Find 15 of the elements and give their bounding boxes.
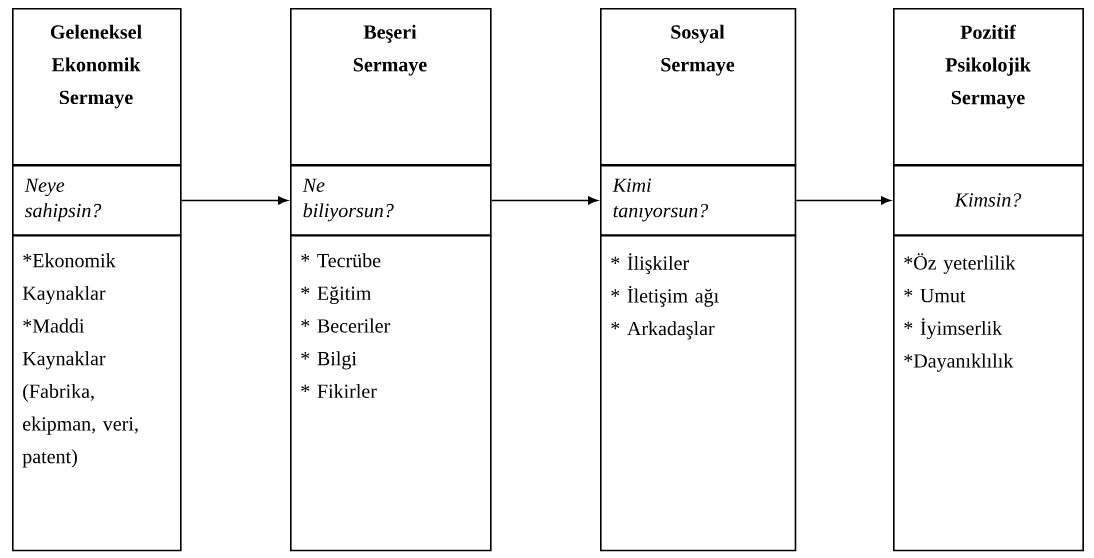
- question-box: Kimi tanıyorsun?: [600, 165, 797, 236]
- heading-box: Sosyal Sermaye: [600, 8, 797, 166]
- question-box: Neye sahipsin?: [12, 165, 182, 236]
- heading-box: Geleneksel Ekonomik Sermaye: [12, 8, 182, 166]
- list-box: * İlişkiler * İletişim ağı * Arkadaşlar: [600, 235, 797, 552]
- arrow: [180, 196, 288, 205]
- heading-box: Beşeri Sermaye: [290, 8, 492, 166]
- question-box: Ne biliyorsun?: [290, 165, 492, 236]
- list-box: *Öz yeterlilik * Umut * İyimserlik *Dayanıklılık: [893, 235, 1084, 552]
- heading-box: Pozitif Psikolojik Sermaye: [893, 8, 1084, 166]
- arrow: [795, 196, 891, 205]
- arrow: [490, 196, 598, 205]
- question-box: Kimsin?: [893, 165, 1084, 236]
- list-box: *Ekonomik Kaynaklar *Maddi Kaynaklar (Fabrika, ekipman, veri, patent): [12, 235, 182, 552]
- list-box: * Tecrübe * Eğitim * Beceriler * Bilgi * Fikirler: [290, 235, 492, 552]
